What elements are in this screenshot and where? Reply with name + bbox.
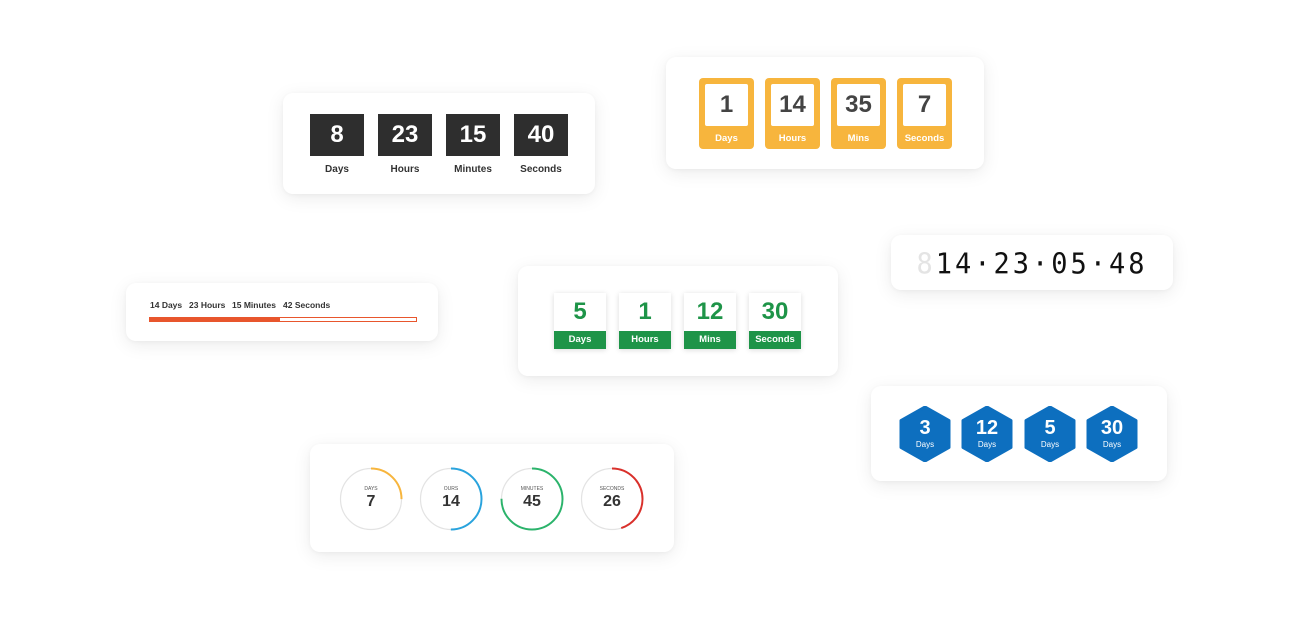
countdown-label: Days (977, 440, 997, 449)
countdown-value: 5 (1044, 417, 1056, 439)
countdown-unit-seconds: 30 Seconds (749, 293, 801, 349)
countdown-label: Days (915, 440, 935, 449)
countdown-label: Mins (684, 331, 736, 349)
hexagon-shape (961, 406, 1013, 462)
circle-label: MINUTES (520, 486, 544, 492)
green-countdown-card: 5 Days 1 Hours 12 Mins 30 Seconds (518, 266, 838, 376)
countdown-label: Days (1040, 440, 1060, 449)
countdown-unit-hours: 14 Hours (765, 78, 820, 149)
hexagon-unit: 5 Days (1024, 406, 1076, 462)
countdown-value: 5 (573, 298, 587, 325)
progress-bar (149, 317, 417, 322)
countdown-label: Minutes (454, 164, 492, 175)
circle-label: SECONDS (599, 486, 625, 492)
dark-countdown-card: 8 Days 23 Hours 15 Minutes 40 Seconds (283, 93, 595, 194)
segment-seconds: 48 (1109, 248, 1148, 281)
segment-hours: 23 (993, 248, 1032, 281)
countdown-value: 30 (761, 298, 789, 325)
progress-bar-fill (150, 318, 281, 321)
countdown-value: 1 (638, 298, 652, 325)
countdown-label: Seconds (904, 133, 945, 144)
circle-ring (339, 467, 403, 531)
hexagon-shape (899, 406, 951, 462)
countdown-value: 3 (919, 417, 931, 439)
progress-label-days: 14 Days (150, 300, 183, 310)
countdown-label: Days (325, 164, 349, 175)
circle-unit: DAYS 7 (339, 467, 403, 531)
countdown-unit-days: 1 Days (699, 78, 754, 149)
circle-countdown-card: DAYS 7 OURS 14 MINUTES 45 SECONDS 26 (310, 444, 674, 552)
countdown-value: 23 (378, 114, 432, 156)
countdown-value: 1 (705, 84, 748, 126)
segment-days: 14 (935, 248, 975, 281)
segment-separator: · (1032, 248, 1052, 281)
countdown-value: 15 (446, 114, 500, 156)
circle-unit: OURS 14 (419, 467, 483, 531)
segment-display: 814·23·05·48 (891, 248, 1173, 281)
countdown-unit-days: 8 Days (310, 114, 364, 175)
countdown-label: Days (1102, 440, 1122, 449)
hexagon-shape (1024, 406, 1076, 462)
circle-unit: MINUTES 45 (500, 467, 564, 531)
circle-ring (580, 467, 644, 531)
segment-ghost-digit: 8 (916, 248, 936, 281)
countdown-label: Days (715, 133, 738, 144)
countdown-value: 30 (1100, 417, 1124, 439)
segment-separator: · (974, 248, 994, 281)
countdown-unit-mins: 35 Mins (831, 78, 886, 149)
countdown-label: Hours (619, 331, 671, 349)
countdown-value: 14 (771, 84, 814, 126)
countdown-unit-hours: 1 Hours (619, 293, 671, 349)
progress-countdown-card: 14 Days 23 Hours 15 Minutes 42 Seconds (126, 283, 438, 341)
countdown-label: Hours (390, 164, 420, 175)
countdown-value: 8 (310, 114, 364, 156)
circle-ring (419, 467, 483, 531)
countdown-label: Mins (847, 133, 870, 144)
circle-unit: SECONDS 26 (580, 467, 644, 531)
countdown-unit-seconds: 7 Seconds (897, 78, 952, 149)
countdown-value: 7 (903, 84, 946, 126)
circle-label: DAYS (364, 486, 378, 492)
segment-minutes: 05 (1051, 248, 1090, 281)
countdown-unit-seconds: 40 Seconds (514, 114, 568, 175)
circle-label: OURS (443, 486, 459, 492)
circle-value: 45 (523, 493, 541, 510)
countdown-unit-days: 5 Days (554, 293, 606, 349)
hexagon-unit: 3 Days (899, 406, 951, 462)
countdown-value: 12 (975, 417, 999, 439)
countdown-unit-minutes: 15 Minutes (446, 114, 500, 175)
hexagon-countdown-card: 3 Days 12 Days 5 Days 30 Days (871, 386, 1167, 481)
circle-value: 7 (366, 493, 376, 510)
countdown-label: Days (554, 331, 606, 349)
countdown-value: 35 (837, 84, 880, 126)
progress-label-seconds: 42 Seconds (283, 300, 331, 310)
hexagon-shape (1086, 406, 1138, 462)
countdown-unit-hours: 23 Hours (378, 114, 432, 175)
circle-ring (500, 467, 564, 531)
circle-value: 14 (442, 493, 460, 510)
circle-value: 26 (603, 493, 621, 510)
segment-countdown-card: 814·23·05·48 (891, 235, 1173, 290)
countdown-label: Hours (778, 133, 807, 144)
yellow-countdown-card: 1 Days 14 Hours 35 Mins 7 Seconds (666, 57, 984, 169)
countdown-label: Seconds (749, 331, 801, 349)
countdown-value: 40 (514, 114, 568, 156)
segment-separator: · (1089, 248, 1110, 281)
countdown-label: Seconds (520, 164, 562, 175)
countdown-value: 12 (696, 298, 724, 325)
hexagon-unit: 12 Days (961, 406, 1013, 462)
progress-label-hours: 23 Hours (189, 300, 226, 310)
hexagon-unit: 30 Days (1086, 406, 1138, 462)
progress-label-minutes: 15 Minutes (232, 300, 276, 310)
countdown-unit-mins: 12 Mins (684, 293, 736, 349)
